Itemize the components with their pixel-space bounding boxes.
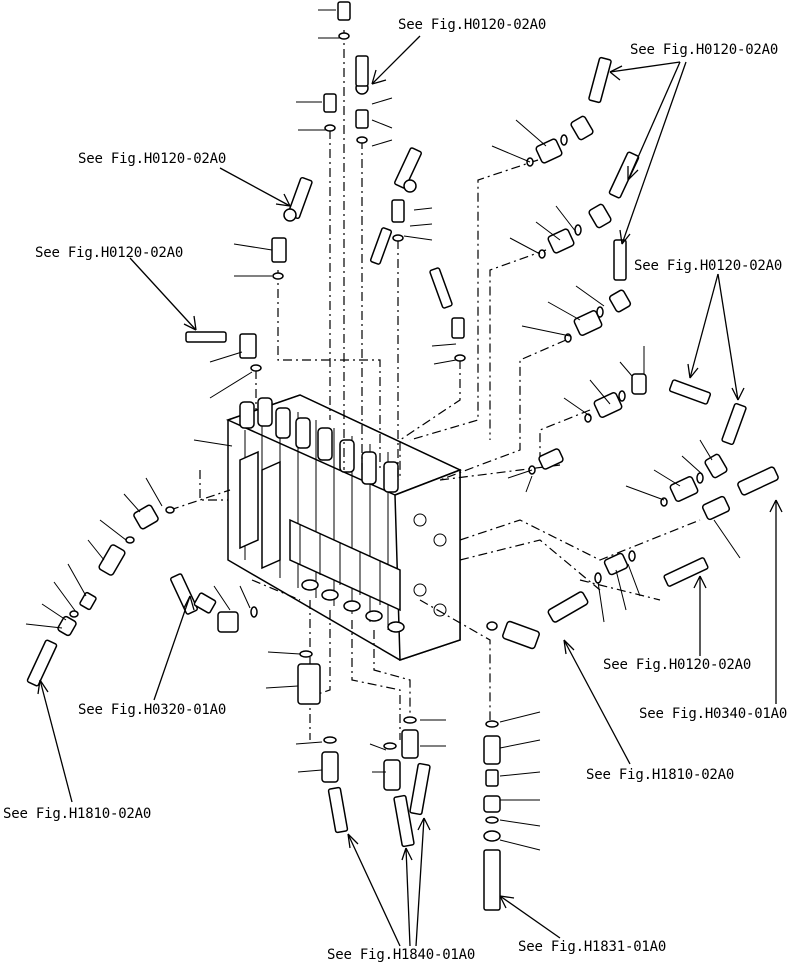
leader-lines bbox=[25, 9, 741, 851]
reference-label: See Fig.H0120-02A0 bbox=[398, 17, 547, 33]
right-fittings bbox=[486, 56, 779, 650]
reference-arrows bbox=[37, 35, 783, 947]
center-lines bbox=[169, 30, 701, 740]
reference-label: See Fig.H1810-02A0 bbox=[3, 806, 152, 822]
reference-label: See Fig.H1831-01A0 bbox=[518, 939, 667, 955]
bottom-fittings bbox=[297, 650, 501, 911]
left-fittings bbox=[26, 504, 258, 687]
top-fittings bbox=[185, 1, 466, 372]
reference-label: See Fig.H0120-02A0 bbox=[603, 657, 752, 673]
reference-label: See Fig.H0320-01A0 bbox=[78, 702, 227, 718]
reference-label: See Fig.H0120-02A0 bbox=[630, 42, 779, 58]
reference-label: See Fig.H0120-02A0 bbox=[35, 245, 184, 261]
control-valve-body bbox=[225, 394, 462, 662]
reference-label: See Fig.H0120-02A0 bbox=[634, 258, 783, 274]
reference-label: See Fig.H0120-02A0 bbox=[78, 151, 227, 167]
reference-label: See Fig.H0340-01A0 bbox=[639, 706, 788, 722]
reference-label: See Fig.H1810-02A0 bbox=[586, 767, 735, 783]
reference-label: See Fig.H1840-01A0 bbox=[327, 947, 476, 963]
